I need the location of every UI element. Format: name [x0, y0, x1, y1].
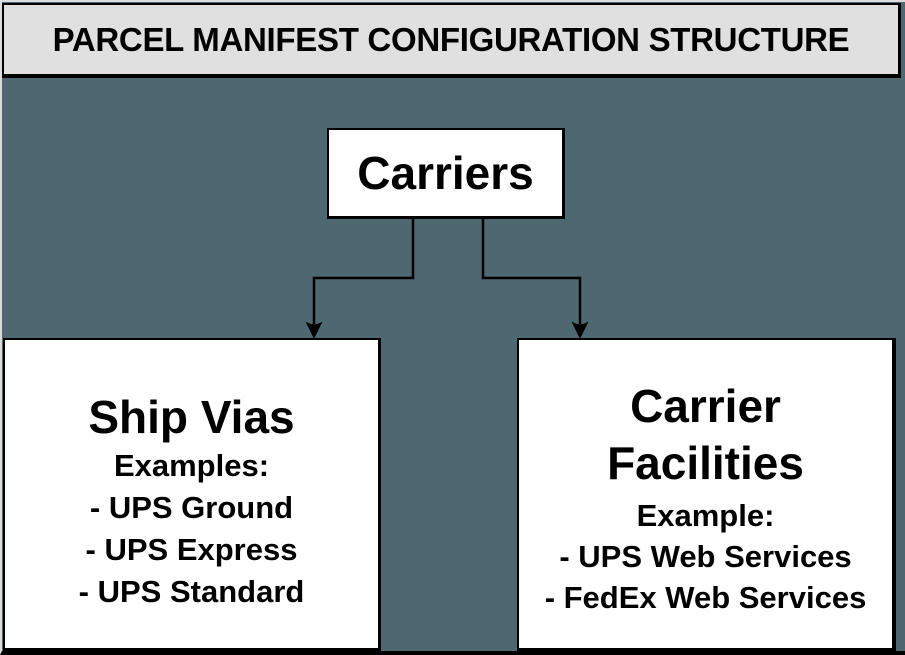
- list-item: - FedEx Web Services: [544, 580, 867, 615]
- node-carrier-facilities-details: Example: - UPS Web Services - FedEx Web …: [519, 495, 892, 618]
- arrowhead-right: [571, 321, 589, 339]
- node-carriers: Carriers: [327, 128, 565, 219]
- arrowhead-left: [305, 321, 323, 339]
- node-ship-vias-heading: Ship Vias: [88, 391, 295, 443]
- node-carrier-facilities-heading-line1: Carrier: [630, 380, 781, 432]
- connector-right: [481, 218, 582, 324]
- node-ship-vias-details: Examples: - UPS Ground - UPS Express - U…: [5, 445, 378, 613]
- page-title: PARCEL MANIFEST CONFIGURATION STRUCTURE: [52, 20, 850, 58]
- node-ship-vias-sublabel: Examples:: [113, 448, 270, 483]
- list-item: - UPS Standard: [78, 574, 305, 609]
- node-ship-vias: Ship Vias Examples: - UPS Ground - UPS E…: [3, 338, 381, 651]
- node-carrier-facilities: Carrier Facilities Example: - UPS Web Se…: [517, 338, 896, 651]
- node-carrier-facilities-heading-line2: Facilities: [607, 437, 804, 489]
- node-carrier-facilities-sublabel: Example:: [636, 498, 775, 533]
- node-carrier-facilities-heading: Carrier Facilities: [519, 340, 892, 492]
- list-item: - UPS Web Services: [559, 539, 852, 574]
- connector-left: [312, 218, 415, 324]
- list-item: - UPS Ground: [89, 490, 294, 525]
- list-item: - UPS Express: [85, 532, 298, 567]
- node-carriers-label: Carriers: [357, 147, 534, 199]
- title-bar: PARCEL MANIFEST CONFIGURATION STRUCTURE: [2, 3, 901, 78]
